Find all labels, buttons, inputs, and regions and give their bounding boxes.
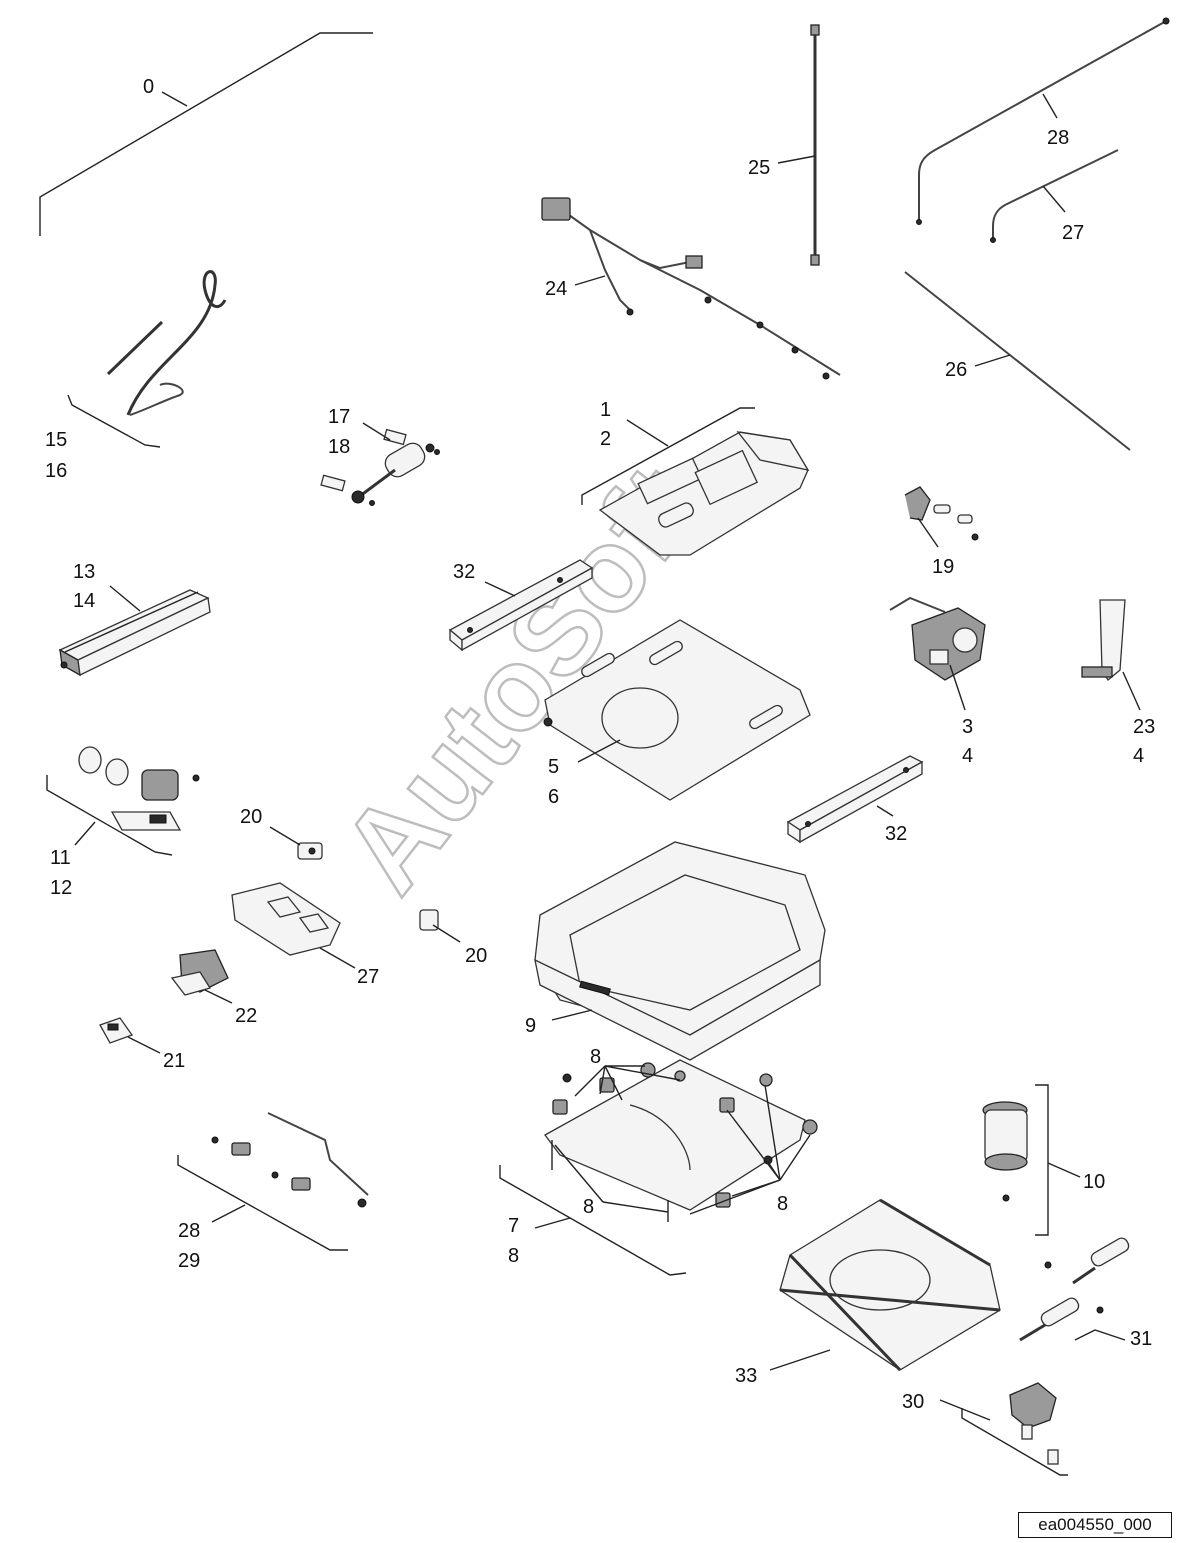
part-cable-15-16 [67, 270, 227, 448]
part-beam-32-upper [448, 559, 594, 652]
callout-28: 28 [178, 1220, 200, 1242]
part-actuator-11-12 [46, 746, 200, 856]
part-rod-28 [916, 17, 1170, 225]
callout-7: 7 [508, 1215, 519, 1237]
callout-labels: 0 1 2 3 4 5 6 7 8 8 8 8 9 10 11 12 13 14… [45, 76, 1155, 1413]
callout-31: 31 [1130, 1328, 1152, 1350]
callout-33: 33 [735, 1365, 757, 1387]
part-lever-19 [904, 486, 979, 548]
callout-27-left: 27 [357, 966, 379, 988]
callout-16: 16 [45, 460, 67, 482]
part-base-housing-9 [534, 841, 826, 1061]
callout-4: 4 [962, 745, 973, 767]
part-scissor-frame-33 [769, 1198, 1001, 1372]
callout-8-top: 8 [590, 1046, 601, 1068]
callout-3: 3 [962, 716, 973, 738]
part-clip-20-b [419, 909, 461, 943]
callout-29: 29 [178, 1250, 200, 1272]
callout-26: 26 [945, 359, 967, 381]
callout-12: 12 [50, 877, 72, 899]
callout-19: 19 [932, 556, 954, 578]
callout-20-b: 20 [465, 945, 487, 967]
callout-27-right: 27 [1062, 222, 1084, 244]
part-gas-spring-17-18 [320, 422, 440, 506]
part-air-spring-10 [982, 1084, 1081, 1236]
part-mount-plate-7-8 [499, 1059, 818, 1276]
callout-24: 24 [545, 278, 567, 300]
callout-11: 11 [50, 847, 71, 869]
part-rail-13-14 [58, 585, 211, 677]
callout-20-a: 20 [240, 806, 262, 828]
part-switch-harness-28-29 [177, 1112, 369, 1251]
part-handle-22 [170, 949, 233, 1004]
callout-0: 0 [143, 76, 154, 98]
part-valve-30 [939, 1382, 1068, 1476]
callout-15: 15 [45, 429, 67, 451]
part-slide-frame-5-6 [543, 619, 811, 801]
callout-17: 17 [328, 406, 350, 428]
part-gas-springs-31 [1019, 1237, 1130, 1342]
callout-30: 30 [902, 1391, 924, 1413]
callout-4-right: 4 [1133, 745, 1144, 767]
callout-25: 25 [748, 157, 770, 179]
callout-32-lower: 32 [885, 823, 907, 845]
callout-5: 5 [548, 756, 559, 778]
callout-10: 10 [1083, 1171, 1105, 1193]
callout-23: 23 [1133, 716, 1155, 738]
part-clip-20-a [269, 826, 323, 860]
callout-8-right: 8 [777, 1193, 788, 1215]
callout-28-right: 28 [1047, 127, 1069, 149]
part-rod-25 [777, 24, 820, 266]
part-bracket-23 [1081, 599, 1141, 711]
callout-14: 14 [73, 590, 95, 612]
reference-code: ea004550_000 [1038, 1515, 1152, 1534]
part-tab-21 [99, 1017, 161, 1054]
callout-9: 9 [525, 1015, 536, 1037]
callout-1: 1 [600, 399, 611, 421]
callout-32-upper: 32 [453, 561, 475, 583]
callout-13: 13 [73, 561, 95, 583]
callout-21: 21 [163, 1050, 185, 1072]
part-top-plate-1-2 [581, 407, 810, 556]
part-compressor-3-4 [889, 596, 986, 711]
part-rod-26 [904, 271, 1131, 451]
part-rod-27 [990, 149, 1119, 243]
part-wiring-harness-24 [541, 197, 841, 380]
leader-8 [554, 1065, 811, 1215]
callout-8-left: 8 [583, 1196, 594, 1218]
callout-22: 22 [235, 1005, 257, 1027]
callout-18: 18 [328, 436, 350, 458]
callout-2: 2 [600, 428, 611, 450]
part-beam-32-lower [786, 755, 924, 844]
reference-code-box: ea004550_000 [1018, 1512, 1172, 1538]
callout-6: 6 [548, 786, 559, 808]
part-cover-27-left [231, 882, 356, 969]
callout-8: 8 [508, 1245, 519, 1267]
assembly-bracket-0 [39, 32, 373, 236]
